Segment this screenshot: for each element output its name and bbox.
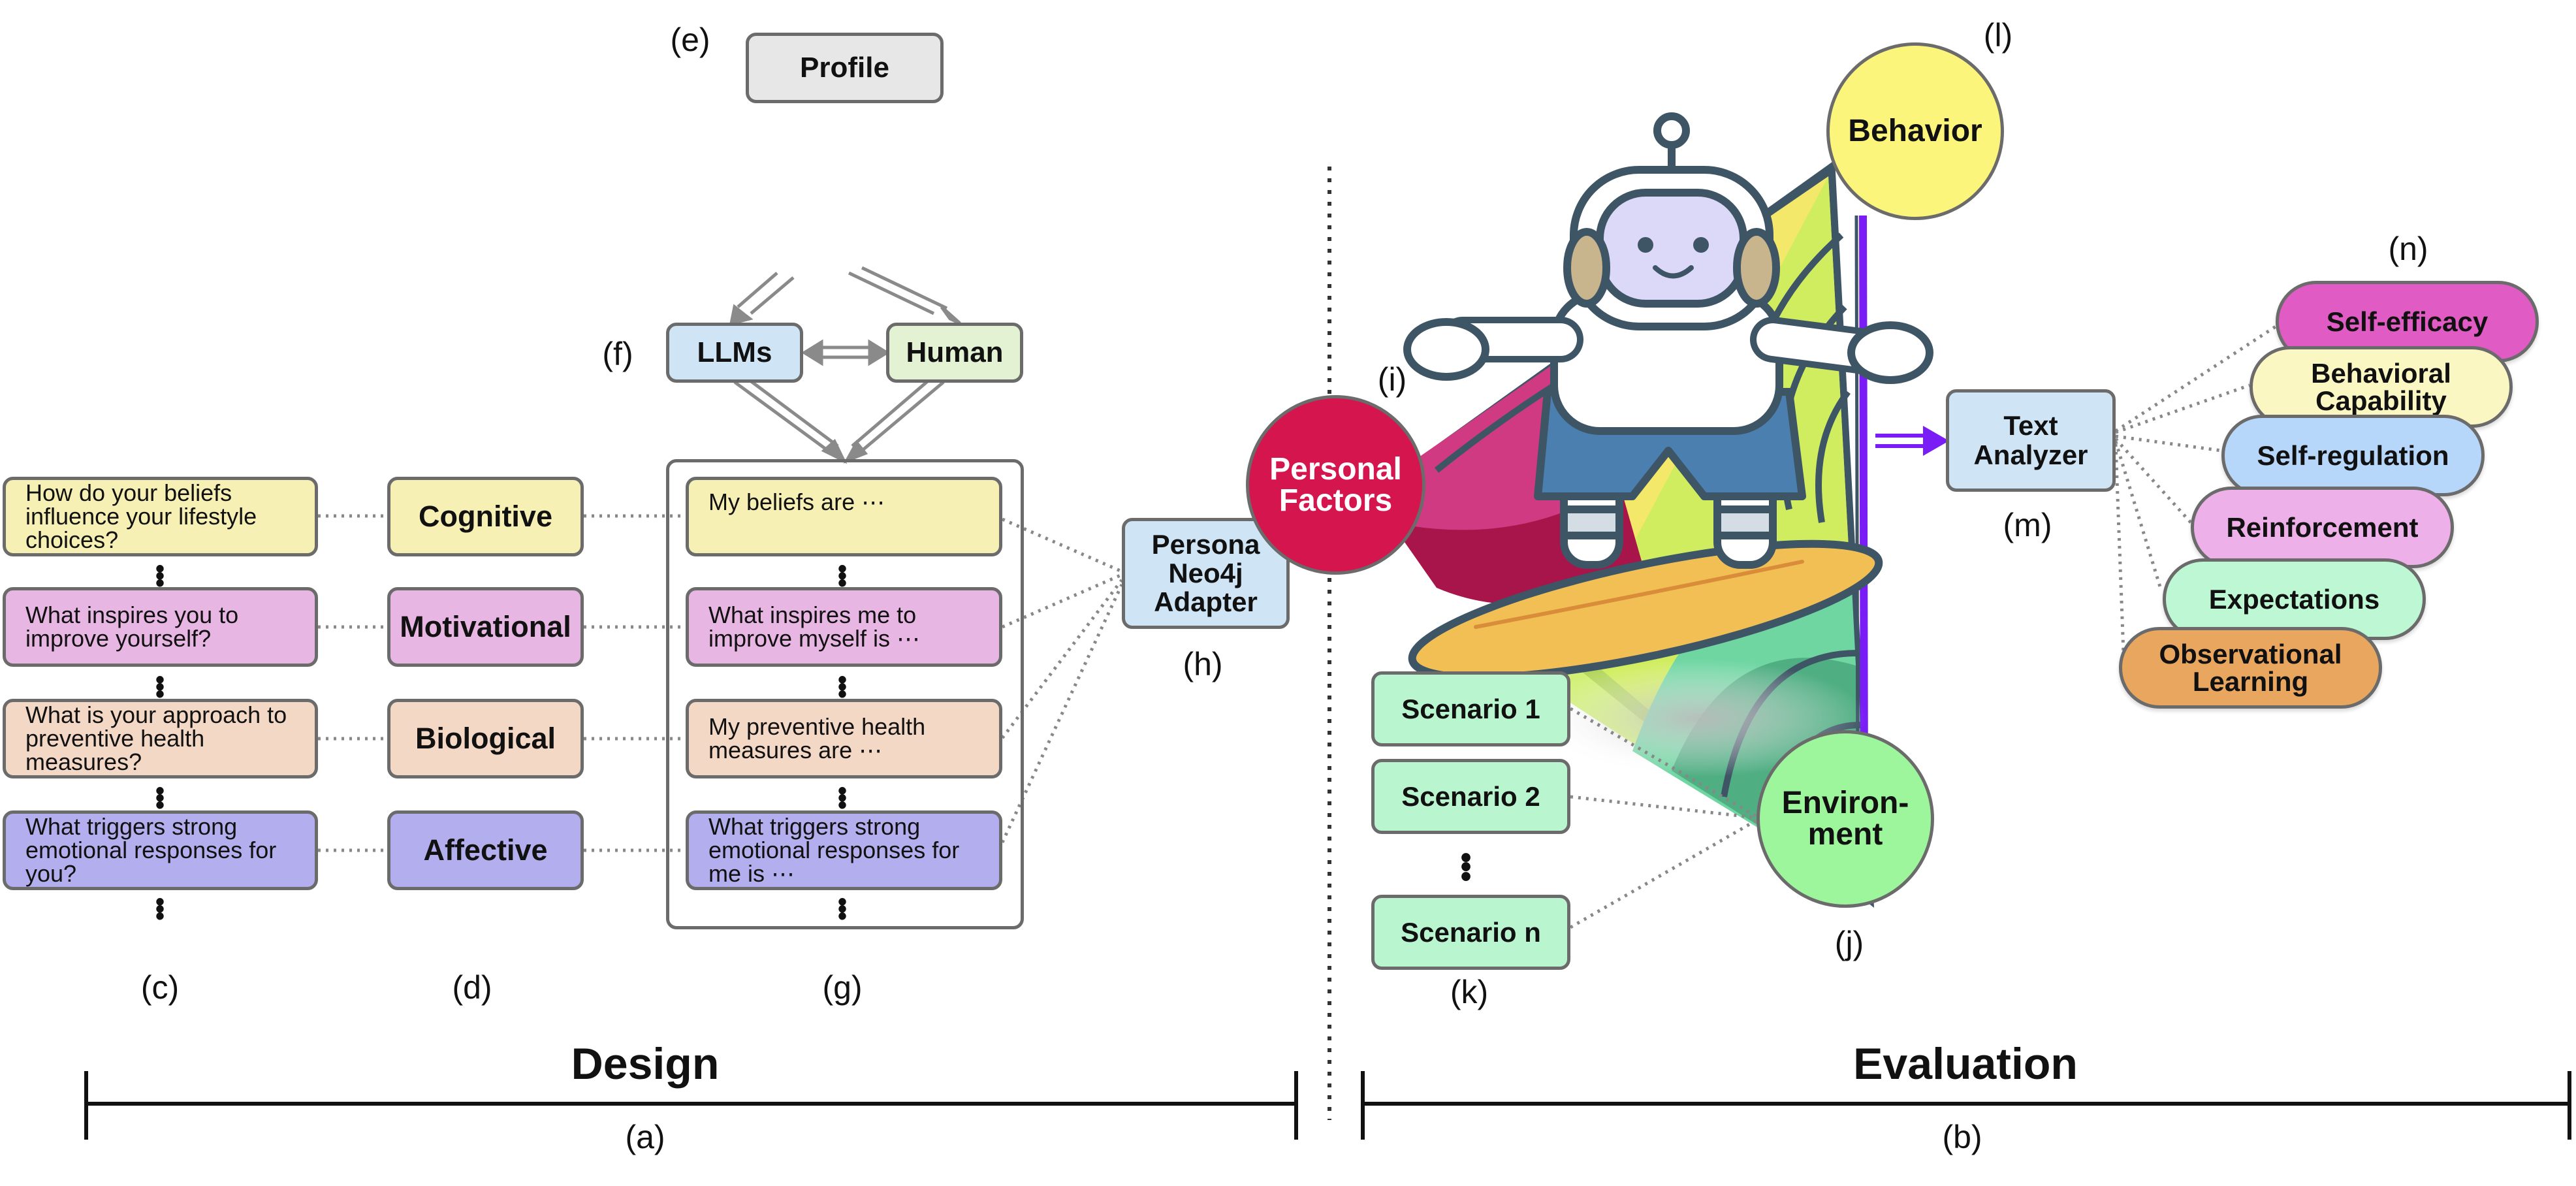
category-biological: Biological — [387, 699, 584, 778]
generator-arrows — [733, 377, 945, 464]
human-box: Human — [886, 323, 1023, 383]
label-g: (g) — [822, 969, 863, 1006]
trait-label: Reinforcement — [2226, 511, 2419, 543]
trait-reinforcement: Reinforcement — [2191, 487, 2454, 568]
category-label: Motivational — [400, 610, 571, 643]
answer-motivational: What inspires me to improve myself is ⋯ — [686, 587, 1002, 667]
label-b: (b) — [1942, 1119, 1982, 1155]
label-d: (d) — [452, 969, 492, 1006]
question-text: What inspires you to improve yourself? — [25, 601, 239, 652]
question-biological: What is your approach to preventive heal… — [3, 699, 318, 778]
category-label: Affective — [423, 833, 548, 867]
ellipsis-dots: ••• — [837, 665, 848, 709]
design-title: Design — [571, 1039, 720, 1089]
answer-affective: What triggers strong emotional responses… — [686, 810, 1002, 890]
trait-behavioral-capability: Behavioral Capability — [2250, 346, 2513, 428]
answers-container — [666, 459, 1024, 929]
scenario-1: Scenario 1 — [1371, 671, 1570, 746]
label-k: (k) — [1450, 974, 1489, 1010]
label-m: (m) — [2003, 507, 2052, 543]
category-affective: Affective — [387, 810, 584, 890]
llms-human-arrow — [801, 339, 890, 366]
answer-text: My beliefs are ⋯ — [708, 489, 885, 515]
ellipsis-dots: ••• — [155, 888, 165, 931]
ellipsis-dots: ••• — [837, 777, 848, 820]
behavior-circle: Behavior — [1826, 42, 2004, 220]
human-label: Human — [906, 336, 1004, 368]
label-n: (n) — [2388, 231, 2428, 267]
design-bracket — [84, 1071, 1298, 1140]
question-text: What is your approach to preventive heal… — [25, 701, 287, 775]
trait-label: Behavioral Capability — [2311, 357, 2451, 416]
ellipsis-dots: ••• — [837, 888, 848, 931]
label-c: (c) — [140, 969, 180, 1006]
evaluation-title: Evaluation — [1853, 1039, 2078, 1089]
scenario-label: Scenario n — [1401, 916, 1541, 948]
trait-label: Observational Learning — [2159, 638, 2342, 697]
answer-text: What triggers strong emotional responses… — [708, 813, 960, 887]
personal-factors-circle: Personal Factors — [1246, 395, 1425, 575]
scenario-2: Scenario 2 — [1371, 759, 1570, 834]
category-label: Biological — [415, 722, 556, 755]
row-connectors — [318, 514, 686, 852]
trait-label: Expectations — [2208, 583, 2380, 615]
ellipsis-dots: ••• — [155, 554, 165, 598]
text-analyzer-label: Text Analyzer — [1973, 410, 2088, 470]
ellipsis-dots: ••• — [155, 665, 165, 709]
category-label: Cognitive — [418, 500, 552, 533]
behavior-to-analyzer-arrow — [1875, 426, 1949, 456]
question-motivational: What inspires you to improve yourself? — [3, 587, 318, 667]
category-motivational: Motivational — [387, 587, 584, 667]
category-cognitive: Cognitive — [387, 477, 584, 556]
scenario-label: Scenario 2 — [1401, 780, 1540, 812]
label-e: (e) — [670, 22, 710, 58]
profile-arrows — [729, 266, 961, 326]
label-l: (l) — [1983, 17, 2013, 54]
adapter-label: Persona Neo4j Adapter — [1151, 528, 1260, 618]
robot-surfer-illustration — [1403, 112, 1933, 682]
label-a: (a) — [625, 1119, 665, 1155]
scenario-label: Scenario 1 — [1401, 693, 1540, 724]
answer-text: What inspires me to improve myself is ⋯ — [708, 601, 921, 652]
label-f: (f) — [602, 336, 633, 372]
answer-text: My preventive health measures are ⋯ — [708, 713, 926, 763]
environment-label: Environ-ment — [1781, 786, 1909, 852]
trait-label: Self-efficacy — [2326, 306, 2489, 337]
trait-connectors — [2114, 325, 2277, 654]
behavior-label: Behavior — [1848, 114, 1982, 148]
trait-expectations: Expectations — [2163, 558, 2426, 640]
text-analyzer-box: Text Analyzer — [1946, 389, 2116, 492]
profile-title: Profile — [800, 52, 889, 84]
question-text: What triggers strong emotional responses… — [25, 813, 277, 887]
label-i: (i) — [1377, 361, 1407, 398]
answer-biological: My preventive health measures are ⋯ — [686, 699, 1002, 778]
label-j: (j) — [1834, 925, 1864, 961]
ellipsis-dots: ••• — [837, 554, 848, 598]
ellipsis-dots: ••• — [155, 777, 165, 820]
evaluation-bracket — [1361, 1071, 2571, 1140]
question-text: How do your beliefs influence your lifes… — [25, 479, 257, 553]
llms-box: LLMs — [666, 323, 803, 383]
profile-title-box: Profile — [746, 33, 944, 103]
question-cognitive: How do your beliefs influence your lifes… — [3, 477, 318, 556]
ellipsis-dots: ••• — [1460, 841, 1472, 894]
scenario-n: Scenario n — [1371, 895, 1570, 970]
trait-self-regulation: Self-regulation — [2221, 415, 2485, 496]
answer-cognitive: My beliefs are ⋯ — [686, 477, 1002, 556]
personal-factors-label: Personal Factors — [1269, 451, 1402, 518]
question-affective: What triggers strong emotional responses… — [3, 810, 318, 890]
environment-circle: Environ-ment — [1757, 730, 1934, 908]
trait-observational-learning: Observational Learning — [2119, 627, 2382, 709]
trait-label: Self-regulation — [2257, 440, 2449, 471]
label-h: (h) — [1183, 646, 1223, 682]
llms-label: LLMs — [697, 336, 772, 368]
